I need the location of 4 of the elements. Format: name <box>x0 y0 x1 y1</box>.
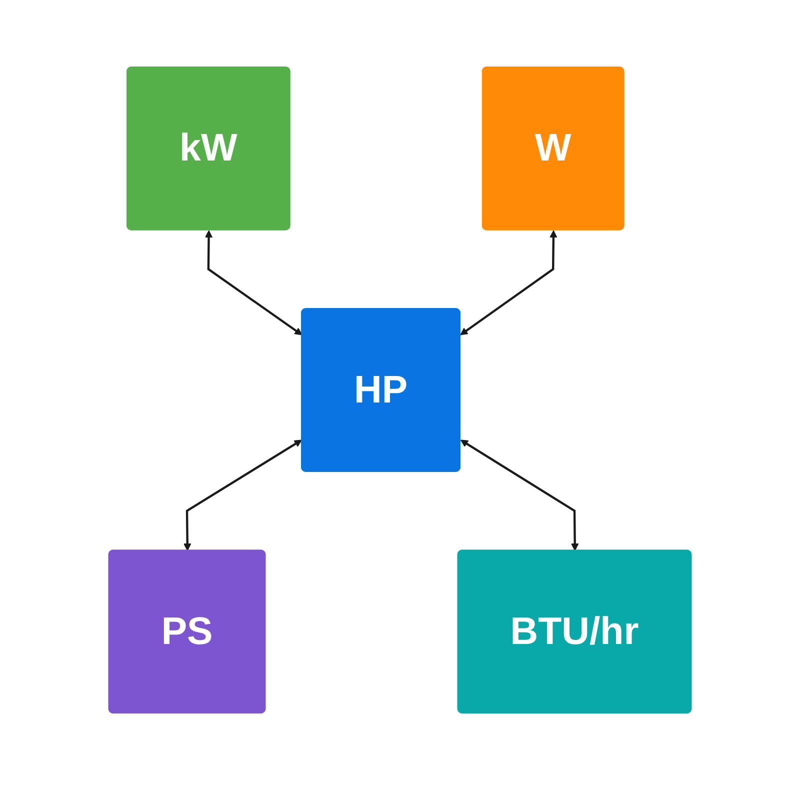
arrow <box>204 230 302 336</box>
arrow <box>460 230 558 336</box>
arrow <box>184 440 302 551</box>
arrow <box>460 440 579 551</box>
